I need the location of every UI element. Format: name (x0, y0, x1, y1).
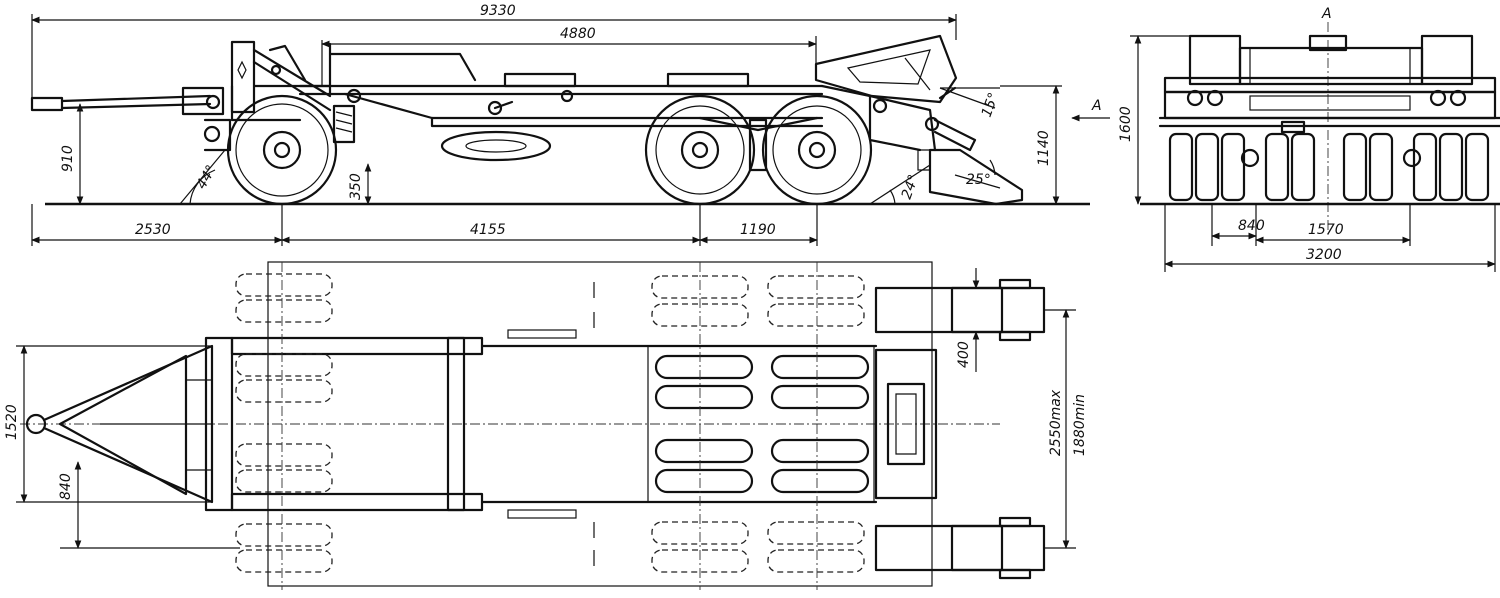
angle-ramp-mid: 25° (966, 172, 991, 188)
plan-view: 1520 840 400 2550max 1880min (4, 261, 1088, 590)
bogie-wheel-rear (761, 94, 873, 206)
dim-rear-height: 1600 (1118, 106, 1134, 142)
dim-ramp-span-min: 1880min (1072, 394, 1088, 456)
dim-overall-length: 9330 (480, 3, 516, 19)
plan-ramp-block (874, 348, 938, 500)
drawbar (30, 86, 225, 116)
dim-drawbar-offset: 840 (58, 473, 74, 500)
dim-drawbar-length: 2530 (135, 222, 171, 238)
bogie-wheel-front (644, 94, 756, 206)
dim-wheelbase: 4155 (470, 222, 506, 238)
chassis (203, 42, 824, 162)
rear-view: A (1118, 6, 1500, 272)
dim-bogie-spacing: 1190 (740, 222, 776, 238)
plan-dimensions: 1520 840 400 2550max 1880min (4, 268, 1088, 549)
rear-body (1158, 34, 1500, 134)
dim-deck-height: 1140 (1036, 130, 1052, 166)
angle-ramp-rear: 24° (899, 173, 923, 202)
angle-ramp-top: 15° (979, 91, 1003, 120)
plan-drawbar (25, 336, 234, 512)
dim-ground-clearance: 350 (348, 173, 364, 200)
dim-platform-length: 4880 (560, 26, 596, 42)
dim-ramp-span-max: 2550max (1048, 389, 1064, 456)
bogie-beam (698, 116, 819, 132)
rear-ramp (814, 34, 1024, 206)
rear-wheels (1168, 132, 1490, 202)
plan-front-wheels (235, 262, 333, 590)
view-arrow-label: A (1091, 98, 1102, 114)
front-wheel (226, 94, 338, 206)
dim-overall-width: 3200 (1306, 247, 1342, 263)
dim-ramp-width: 400 (956, 341, 972, 368)
dim-hitch-width: 1520 (4, 404, 20, 440)
side-view: 9330 4880 2530 4155 1190 910 350 (30, 3, 1110, 246)
plan-ramps (874, 278, 1046, 580)
spare-wheel (440, 130, 552, 162)
side-dimensions: 9330 4880 2530 4155 1190 910 350 (31, 3, 1110, 246)
dim-drawbar-height: 910 (60, 145, 76, 172)
angle-approach: 44° (194, 162, 220, 192)
dim-wheel-track: 1570 (1308, 222, 1344, 238)
plan-bogie-wheels (647, 262, 875, 590)
dim-inner-track: 840 (1238, 218, 1265, 234)
rear-view-title: A (1321, 6, 1332, 22)
rear-dimensions: 1600 840 1570 3200 (1118, 35, 1496, 272)
